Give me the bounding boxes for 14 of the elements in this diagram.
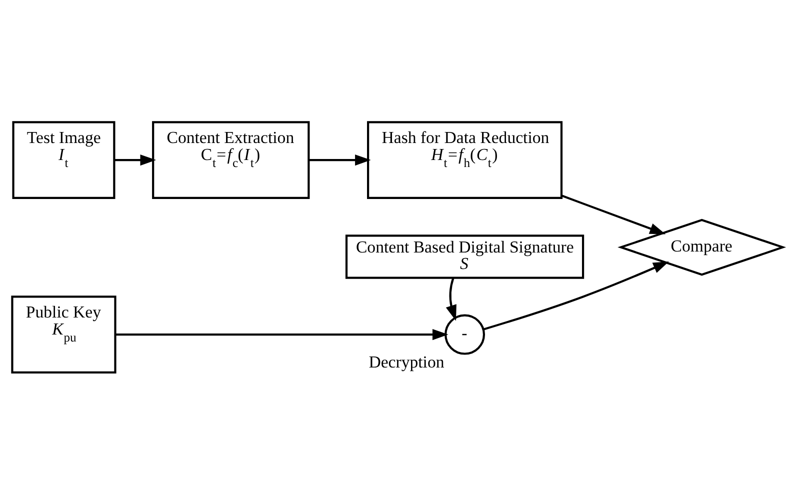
arrow <box>561 194 666 234</box>
arrow <box>446 278 456 321</box>
node-diamond: Compare <box>618 218 786 276</box>
node-box: Public Key K$_{pu}$ <box>11 296 116 374</box>
node-label: Decryption <box>368 352 444 372</box>
arrow <box>115 329 448 340</box>
arrow <box>114 154 156 166</box>
arrow <box>483 262 669 330</box>
node-box: Content Based Digital Signature S <box>345 234 584 279</box>
node-box: Content Extraction C$_{t}$=f$_{c}$(I$_{t}$) <box>152 121 310 199</box>
node-circle: - <box>444 314 486 355</box>
node-box: Test Image I$_{t}$ <box>12 121 116 199</box>
arrow <box>308 154 371 166</box>
node-box: Hash for Data Reduction H$_{t}$=f$_{h}$(C$_{t}$) <box>367 121 563 199</box>
